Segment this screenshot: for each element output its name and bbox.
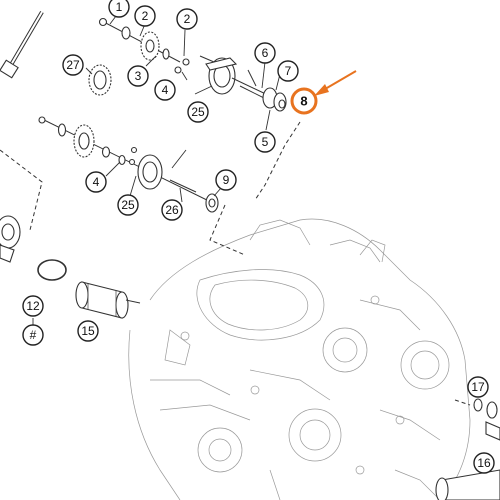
- gear-27: [88, 64, 112, 96]
- callout-2: 2: [134, 5, 156, 27]
- svg-text:16: 16: [477, 456, 491, 470]
- svg-text:4: 4: [93, 175, 100, 189]
- svg-text:#: #: [30, 328, 37, 342]
- svg-text:2: 2: [142, 9, 149, 23]
- oil-filter-15: [75, 281, 141, 319]
- callout-1: 1: [108, 0, 130, 18]
- svg-text:6: 6: [262, 46, 269, 60]
- svg-text:12: 12: [26, 299, 40, 313]
- oil-filter-16: [435, 469, 500, 500]
- svg-text:3: 3: [135, 69, 142, 83]
- callout-25-upper: 25: [187, 101, 209, 123]
- callout-hash: #: [22, 324, 44, 346]
- svg-text:1: 1: [116, 0, 123, 14]
- callout-7: 7: [277, 60, 299, 82]
- svg-text:4: 4: [162, 83, 169, 97]
- callout-4-lower: 4: [85, 171, 107, 193]
- svg-text:25: 25: [191, 105, 205, 119]
- callout-17: 17: [467, 376, 489, 398]
- svg-text:9: 9: [223, 173, 230, 187]
- callout-27: 27: [62, 54, 84, 76]
- bolt-17-parts: [473, 398, 500, 441]
- svg-text:8: 8: [300, 94, 307, 109]
- callout-9: 9: [215, 169, 237, 191]
- callout-2-mid: 2: [176, 8, 198, 30]
- assembly-dashed-lines: [0, 121, 471, 406]
- o-ring: [37, 259, 67, 281]
- svg-text:17: 17: [471, 380, 485, 394]
- svg-text:27: 27: [66, 58, 80, 72]
- highlight-arrow: [314, 70, 357, 96]
- callout-3: 3: [127, 65, 149, 87]
- callout-12: 12: [22, 295, 44, 317]
- callout-4-upper: 4: [154, 79, 176, 101]
- callout-15: 15: [77, 320, 99, 342]
- long-stud-bolt: [0, 10, 44, 79]
- upper-gear-shaft: [98, 17, 190, 74]
- svg-text:26: 26: [165, 203, 179, 217]
- svg-text:2: 2: [184, 12, 191, 26]
- callout-8-highlighted: 8: [290, 87, 318, 115]
- callout-5: 5: [254, 131, 276, 153]
- middle-gear-shaft: [38, 116, 219, 213]
- crankcase-drawing: [128, 218, 471, 500]
- svg-text:7: 7: [285, 64, 292, 78]
- svg-text:15: 15: [81, 324, 95, 338]
- callout-25-lower: 25: [117, 194, 139, 216]
- leader-lines: [32, 15, 281, 325]
- upper-cover-assembly: [199, 55, 287, 112]
- callout-16: 16: [473, 452, 495, 474]
- left-pump-assembly: [0, 215, 21, 263]
- svg-text:5: 5: [262, 135, 269, 149]
- svg-text:25: 25: [121, 198, 135, 212]
- callout-26: 26: [161, 199, 183, 221]
- callout-6: 6: [254, 42, 276, 64]
